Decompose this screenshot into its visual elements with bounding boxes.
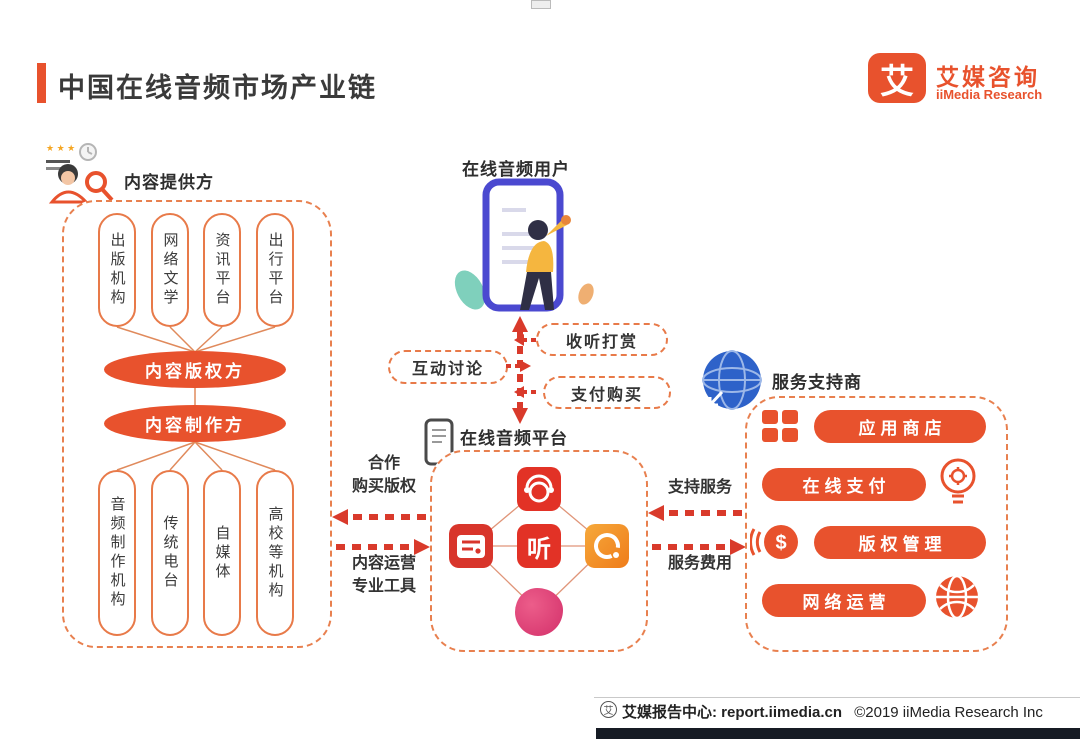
platform-label: 在线音频平台 xyxy=(460,429,568,448)
service-supporter-label: 服务支持商 xyxy=(772,373,862,392)
discussion-pill: 互动讨论 xyxy=(388,350,508,384)
network-globe-icon xyxy=(936,574,978,620)
lightbulb-gear-icon xyxy=(940,458,976,504)
audio-user-label: 在线音频用户 xyxy=(462,160,570,179)
svg-text:★ ★ ★: ★ ★ ★ xyxy=(46,143,75,153)
app-store-icon xyxy=(762,410,798,442)
tools-arrow xyxy=(336,539,430,555)
svg-text:$: $ xyxy=(775,532,786,554)
radio-app-icon xyxy=(449,524,493,568)
reward-pill: 收听打赏 xyxy=(536,323,668,356)
logo-char: 艾 xyxy=(880,62,914,101)
support-arrow xyxy=(648,505,742,521)
discussion-arrow xyxy=(506,360,531,372)
reward-arrow xyxy=(514,334,536,346)
title-accent-bar xyxy=(37,63,46,103)
provider-pill: 音频制作机构 xyxy=(98,470,136,636)
supporter-pill: 应用商店 xyxy=(814,410,986,443)
provider-pill: 出行平台 xyxy=(256,213,294,327)
copyright-owner-ellipse: 内容版权方 xyxy=(104,351,286,388)
provider-pill: 网络文学 xyxy=(151,213,189,327)
purchase-pill: 支付购买 xyxy=(543,376,671,409)
content-provider-person-icon: ★ ★ ★ xyxy=(46,143,114,204)
page-top-artifact xyxy=(531,0,551,9)
cooperate-arrow xyxy=(332,509,426,525)
provider-connector-lines xyxy=(116,326,276,471)
brand-name-cn: 艾媒咨询 xyxy=(936,64,1040,90)
provider-pill: 自媒体 xyxy=(203,470,241,636)
tools-text: 内容运营 专业工具 xyxy=(351,555,416,595)
audio-user-illustration xyxy=(454,178,594,312)
copyright-disc-icon: $ xyxy=(750,525,798,559)
lizhi-app-icon xyxy=(515,588,563,636)
footer-copyright: ©2019 iiMedia Research Inc xyxy=(854,704,1043,721)
supporter-pill: 在线支付 xyxy=(762,468,926,501)
content-producer-ellipse: 内容制作方 xyxy=(104,405,286,442)
listen-char: 听 xyxy=(527,535,551,563)
footer-text: 艾媒报告中心: report.iimedia.cn ©2019 iiMedia … xyxy=(622,701,1043,722)
purchase-arrow xyxy=(514,386,536,398)
ximalaya-app-icon xyxy=(517,467,561,511)
globe-icon xyxy=(702,350,762,410)
iimedia-logo-icon: 艾 xyxy=(868,53,926,103)
listen-app-icon: 听 xyxy=(517,524,561,568)
provider-pill: 高校等机构 xyxy=(256,470,294,636)
supporter-pill: 版权管理 xyxy=(814,526,986,559)
footer-logo-icon: 艾 xyxy=(600,701,617,718)
fee-arrow xyxy=(652,539,746,555)
content-provider-label: 内容提供方 xyxy=(124,173,214,192)
provider-pill: 出版机构 xyxy=(98,213,136,327)
qingting-app-icon xyxy=(585,524,629,568)
footer-source: 艾媒报告中心: report.iimedia.cn xyxy=(622,704,843,721)
brand-name-en: iiMedia Research xyxy=(936,87,1043,102)
footer-divider xyxy=(594,697,1080,698)
cooperate-text: 合作 购买版权 xyxy=(351,455,416,495)
fee-text: 服务费用 xyxy=(667,555,732,572)
provider-pill: 资讯平台 xyxy=(203,213,241,327)
supporter-pill: 网络运营 xyxy=(762,584,926,617)
support-text: 支持服务 xyxy=(667,479,732,496)
provider-pill: 传统电台 xyxy=(151,470,189,636)
footer-bar xyxy=(596,728,1080,739)
page-title: 中国在线音频市场产业链 xyxy=(58,73,377,103)
